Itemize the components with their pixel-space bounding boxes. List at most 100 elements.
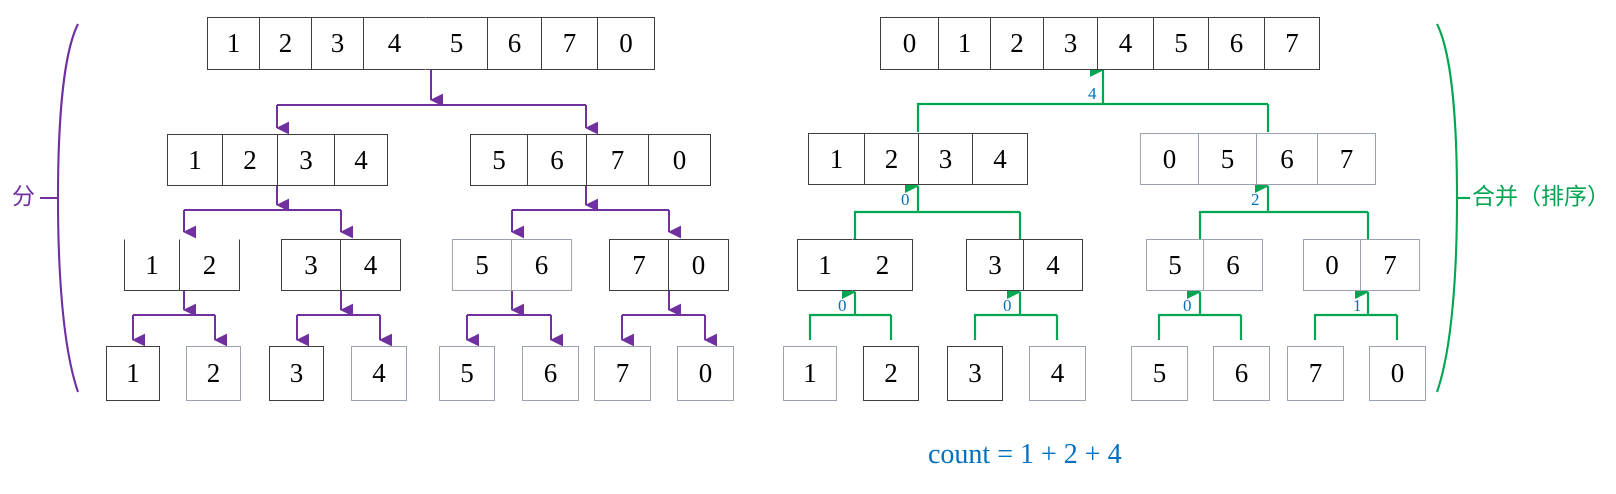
merge-leaf-0: 1 — [783, 346, 837, 401]
array-cell: 3 — [281, 239, 340, 291]
merge-count-l3-0: 0 — [838, 296, 847, 315]
array-cell: 2 — [179, 239, 240, 291]
array-cell: 2 — [863, 346, 919, 401]
merge-connectors-l2 — [853, 178, 1370, 240]
array-cell: 5 — [1153, 17, 1208, 70]
array-cell: 4 — [334, 134, 388, 186]
divide-leaf-2: 3 — [269, 346, 324, 401]
array-cell: 5 — [439, 346, 495, 401]
divide-connectors-l2 — [183, 185, 681, 239]
divide-array-l2-0: 1 2 3 4 — [167, 134, 388, 186]
divide-array-l3-3: 7 0 — [609, 239, 729, 291]
divide-leaf-1: 2 — [186, 346, 241, 401]
array-cell: 2 — [222, 134, 277, 186]
array-cell: 1 — [938, 17, 990, 70]
array-cell: 5 — [1146, 239, 1203, 291]
merge-array-l3-1: 3 4 — [966, 239, 1083, 291]
array-cell: 5 — [425, 17, 487, 70]
array-cell: 6 — [522, 346, 579, 401]
merge-count-l2-1: 2 — [1251, 190, 1260, 209]
merge-leaf-4: 5 — [1131, 346, 1188, 401]
merge-array-l3-0: 1 2 — [797, 239, 913, 291]
divide-leaf-0: 1 — [106, 346, 160, 401]
array-cell: 5 — [1198, 133, 1256, 185]
merge-brace — [1436, 23, 1470, 393]
array-cell: 2 — [852, 239, 913, 291]
divide-array-l3-1: 3 4 — [281, 239, 401, 291]
merge-array-l1-0: 0 1 2 3 4 5 6 7 — [880, 17, 1320, 70]
array-cell: 6 — [1203, 239, 1263, 291]
array-cell: 7 — [1264, 17, 1320, 70]
array-cell: 2 — [259, 17, 311, 70]
divide-array-l3-2: 5 6 — [452, 239, 572, 291]
merge-array-l3-2: 5 6 — [1146, 239, 1263, 291]
divide-leaf-5: 6 — [522, 346, 579, 401]
array-cell: 4 — [363, 17, 425, 70]
merge-phase-label: 合并（排序） — [1472, 184, 1610, 210]
array-cell: 0 — [668, 239, 729, 291]
divide-leaf-4: 5 — [439, 346, 495, 401]
merge-count-root: 4 — [1088, 84, 1097, 103]
array-cell: 7 — [541, 17, 597, 70]
array-cell: 0 — [597, 17, 655, 70]
divide-array-l1-0: 1 2 3 4 5 6 7 0 — [207, 17, 655, 70]
array-cell: 6 — [511, 239, 572, 291]
array-cell: 6 — [487, 17, 541, 70]
array-cell: 7 — [586, 134, 648, 186]
merge-array-l2-1: 0 5 6 7 — [1140, 133, 1376, 185]
merge-connectors-l3 — [808, 284, 1399, 340]
divide-leaf-3: 4 — [351, 346, 407, 401]
merge-array-l2-0: 1 2 3 4 — [808, 133, 1028, 185]
array-cell: 2 — [990, 17, 1043, 70]
array-cell: 2 — [186, 346, 241, 401]
array-cell: 5 — [470, 134, 527, 186]
merge-count-l3-1: 0 — [1003, 296, 1012, 315]
divide-leaf-6: 7 — [594, 346, 651, 401]
array-cell: 1 — [106, 346, 160, 401]
merge-array-l3-3: 0 7 — [1303, 239, 1420, 291]
array-cell: 4 — [1023, 239, 1083, 291]
array-cell: 1 — [797, 239, 852, 291]
array-cell: 4 — [972, 133, 1028, 185]
array-cell: 4 — [1029, 346, 1086, 401]
array-cell: 1 — [124, 239, 179, 291]
array-cell: 4 — [351, 346, 407, 401]
array-cell: 5 — [452, 239, 511, 291]
divide-array-l2-1: 5 6 7 0 — [470, 134, 711, 186]
merge-leaf-7: 0 — [1369, 346, 1426, 401]
array-cell: 3 — [966, 239, 1023, 291]
array-cell: 6 — [1256, 133, 1317, 185]
array-cell: 0 — [648, 134, 711, 186]
array-cell: 1 — [167, 134, 222, 186]
divide-phase-label: 分 — [12, 184, 35, 210]
divide-leaf-7: 0 — [677, 346, 734, 401]
array-cell: 3 — [269, 346, 324, 401]
array-cell: 4 — [340, 239, 401, 291]
array-cell: 4 — [1097, 17, 1153, 70]
count-formula: count = 1 + 2 + 4 — [928, 439, 1122, 470]
array-cell: 0 — [677, 346, 734, 401]
divide-array-l3-0: 1 2 — [124, 239, 240, 291]
array-cell: 0 — [1369, 346, 1426, 401]
merge-leaf-2: 3 — [947, 346, 1003, 401]
array-cell: 7 — [1287, 346, 1344, 401]
merge-count-l3-3: 1 — [1353, 296, 1362, 315]
merge-leaf-5: 6 — [1213, 346, 1270, 401]
array-cell: 7 — [1317, 133, 1376, 185]
array-cell: 1 — [808, 133, 864, 185]
array-cell: 7 — [1360, 239, 1420, 291]
merge-count-l3-2: 0 — [1183, 296, 1192, 315]
array-cell: 3 — [311, 17, 363, 70]
array-cell: 0 — [880, 17, 938, 70]
array-cell: 0 — [1303, 239, 1360, 291]
array-cell: 0 — [1140, 133, 1198, 185]
divide-brace — [40, 23, 79, 393]
array-cell: 3 — [277, 134, 334, 186]
array-cell: 6 — [527, 134, 586, 186]
array-cell: 7 — [609, 239, 668, 291]
divide-connectors-l1 — [276, 70, 598, 135]
array-cell: 6 — [1208, 17, 1264, 70]
array-cell: 1 — [783, 346, 837, 401]
array-cell: 3 — [947, 346, 1003, 401]
